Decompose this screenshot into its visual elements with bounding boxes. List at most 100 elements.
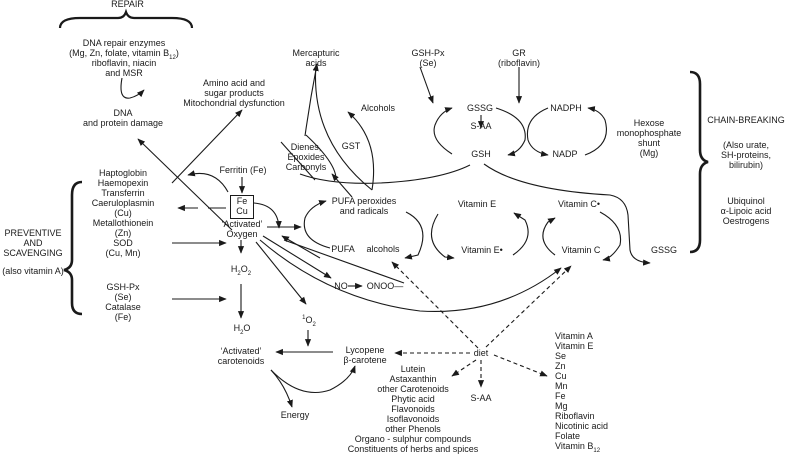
diet: diet — [473, 348, 489, 358]
heading-line: PREVENTIVE — [4, 228, 62, 238]
diet-to-alcohols — [391, 261, 479, 349]
vitamin-e: Vitamin E — [457, 199, 497, 209]
protein-line: Caeruloplasmin — [91, 198, 155, 208]
protein-line: (Zn) — [114, 228, 132, 238]
peroxidase-line: Catalase — [105, 302, 141, 312]
repair-line: and MSR — [105, 68, 143, 78]
dienes-line: Dienes, — [290, 142, 322, 152]
nutrient-item: Nicotinic acid — [555, 421, 609, 431]
vitamin-e-radical: Vitamin E• — [461, 245, 503, 255]
oxygen-line: Oxygen — [226, 229, 258, 239]
gshpx-line: (Se) — [419, 58, 437, 68]
nadph: NADPH — [550, 103, 582, 113]
h2o2: H2O2 — [230, 264, 252, 277]
protein-line: (Cu) — [114, 208, 132, 218]
h2o: H2O — [233, 323, 251, 336]
hexose-line: shunt — [637, 138, 661, 148]
binding-proteins: Haptoglobin Haemopexin Transferrin Caeru… — [86, 168, 160, 238]
mercapturic-line: acids — [305, 58, 327, 68]
phyto-item: Organo - sulphur compounds — [354, 434, 472, 444]
chain-breaking-also: (Also urate, SH-proteins, bilirubin) — [716, 140, 776, 170]
metal-line: Cu — [236, 206, 248, 216]
nutrient-item: Vitamin A — [555, 331, 593, 341]
nutrient-item: Riboflavin — [555, 411, 595, 421]
also-line: SH-proteins, — [720, 150, 772, 160]
fe-cu-box — [230, 195, 254, 219]
gr-line: GR — [512, 48, 526, 58]
chain-breaking-others: Ubiquinol α-Lipoic acid Oestrogens — [714, 196, 778, 226]
nutrient-item: Vitamin E — [555, 341, 594, 351]
phyto-item: other Phenols — [385, 424, 441, 434]
vitamin-c: Vitamin C — [561, 245, 601, 255]
mercapturic-acids: Mercapturic acids — [286, 48, 346, 68]
gsh-px-top: GSH-Px (Se) — [410, 48, 446, 68]
amino-line: sugar products — [204, 88, 264, 98]
energy: Energy — [280, 410, 310, 420]
gsh-px-catalase: GSH-Px (Se) Catalase (Fe) — [100, 282, 146, 322]
others-line: Ubiquinol — [727, 196, 765, 206]
dienes-epoxides: Dienes, Epoxides Carbonyls — [282, 142, 330, 172]
alcohols-top: Alcohols — [360, 103, 396, 113]
ferritin: Ferritin (Fe) — [219, 165, 267, 175]
repair-line: (Mg, Zn, folate, vitamin B12) — [69, 48, 179, 61]
mercapturic-line: Mercapturic — [292, 48, 340, 58]
sod-line: (Cu, Mn) — [105, 248, 141, 258]
pufa-line: PUFA peroxides — [331, 196, 397, 206]
gst: GST — [341, 141, 361, 151]
repair-arrow — [120, 77, 145, 99]
dienes-line: Carbonyls — [285, 162, 327, 172]
also-vitamin-a: (also vitamin A) — [2, 266, 64, 276]
repair-line: riboflavin, niacin — [91, 58, 157, 68]
others-line: α-Lipoic acid — [720, 206, 772, 216]
lycopene-line: Lycopene — [345, 345, 385, 355]
carotenoid-line: ‘Activated’ — [220, 346, 262, 356]
chain-breaking-heading: CHAIN-BREAKING — [707, 115, 785, 125]
heading-line: AND — [23, 238, 43, 248]
preventive-brace — [63, 180, 83, 316]
s-aa-diet: S-AA — [470, 393, 492, 403]
phyto-item: Lutein — [400, 364, 426, 374]
gshpx-line: GSH-Px — [411, 48, 445, 58]
diet-to-phyto — [451, 359, 477, 377]
repair-heading: REPAIR — [111, 0, 144, 9]
heading-line: SCAVENGING — [3, 248, 63, 258]
diet-to-vitamin-c — [485, 265, 572, 348]
peroxynitrite: ONOO— — [366, 281, 404, 291]
sod: SOD (Cu, Mn) — [100, 238, 146, 258]
nutrient-item: Se — [555, 351, 567, 361]
hexose-line: (Mg) — [639, 148, 659, 158]
damage-line: and protein damage — [82, 118, 164, 128]
activated-oxygen: ‘Activated’ Oxygen — [216, 219, 268, 239]
activated-carotenoids: ‘Activated’ carotenoids — [212, 346, 270, 366]
lycopene-beta-carotene: Lycopene β-carotene — [338, 345, 392, 365]
nutrient-item: Folate — [555, 431, 581, 441]
vitamin-c-radical: Vitamin C• — [558, 199, 600, 209]
hexose-shunt: Hexose monophosphate shunt (Mg) — [614, 118, 684, 158]
peroxidase-line: (Se) — [114, 292, 132, 302]
dienes-line: Epoxides — [287, 152, 325, 162]
phyto-item: Phytic acid — [391, 394, 435, 404]
oxygen-line: ‘Activated’ — [221, 219, 263, 229]
amino-line: Amino acid and — [202, 78, 266, 88]
singlet-oxygen: 1O2 — [302, 315, 316, 328]
repair-line: DNA repair enzymes — [82, 38, 166, 48]
gssg: GSSG — [466, 103, 493, 113]
nutrient-item: Mn — [555, 381, 568, 391]
amino-line: Mitochondrial dysfunction — [183, 98, 285, 108]
dna-protein-damage: DNA and protein damage — [78, 108, 168, 128]
pufa: PUFA — [331, 244, 355, 254]
also-line: (Also urate, — [722, 140, 770, 150]
gssg-right: GSSG — [650, 245, 677, 255]
oxygen-to-dna-arrow — [137, 138, 233, 231]
to-amino-arrow — [171, 109, 243, 184]
phyto-item: other Carotenoids — [377, 384, 449, 394]
protein-line: Haptoglobin — [98, 168, 148, 178]
phytochemicals-list: Lutein Astaxanthin other Carotenoids Phy… — [340, 364, 486, 454]
pufa-peroxides: PUFA peroxides and radicals — [328, 196, 400, 216]
phyto-item: Flavonoids — [391, 404, 435, 414]
phyto-item: Constituents of herbs and spices — [347, 444, 479, 454]
protein-line: Transferrin — [101, 188, 145, 198]
glutathione-reductase: GR (riboflavin) — [494, 48, 544, 68]
peroxidase-line: (Fe) — [114, 312, 132, 322]
